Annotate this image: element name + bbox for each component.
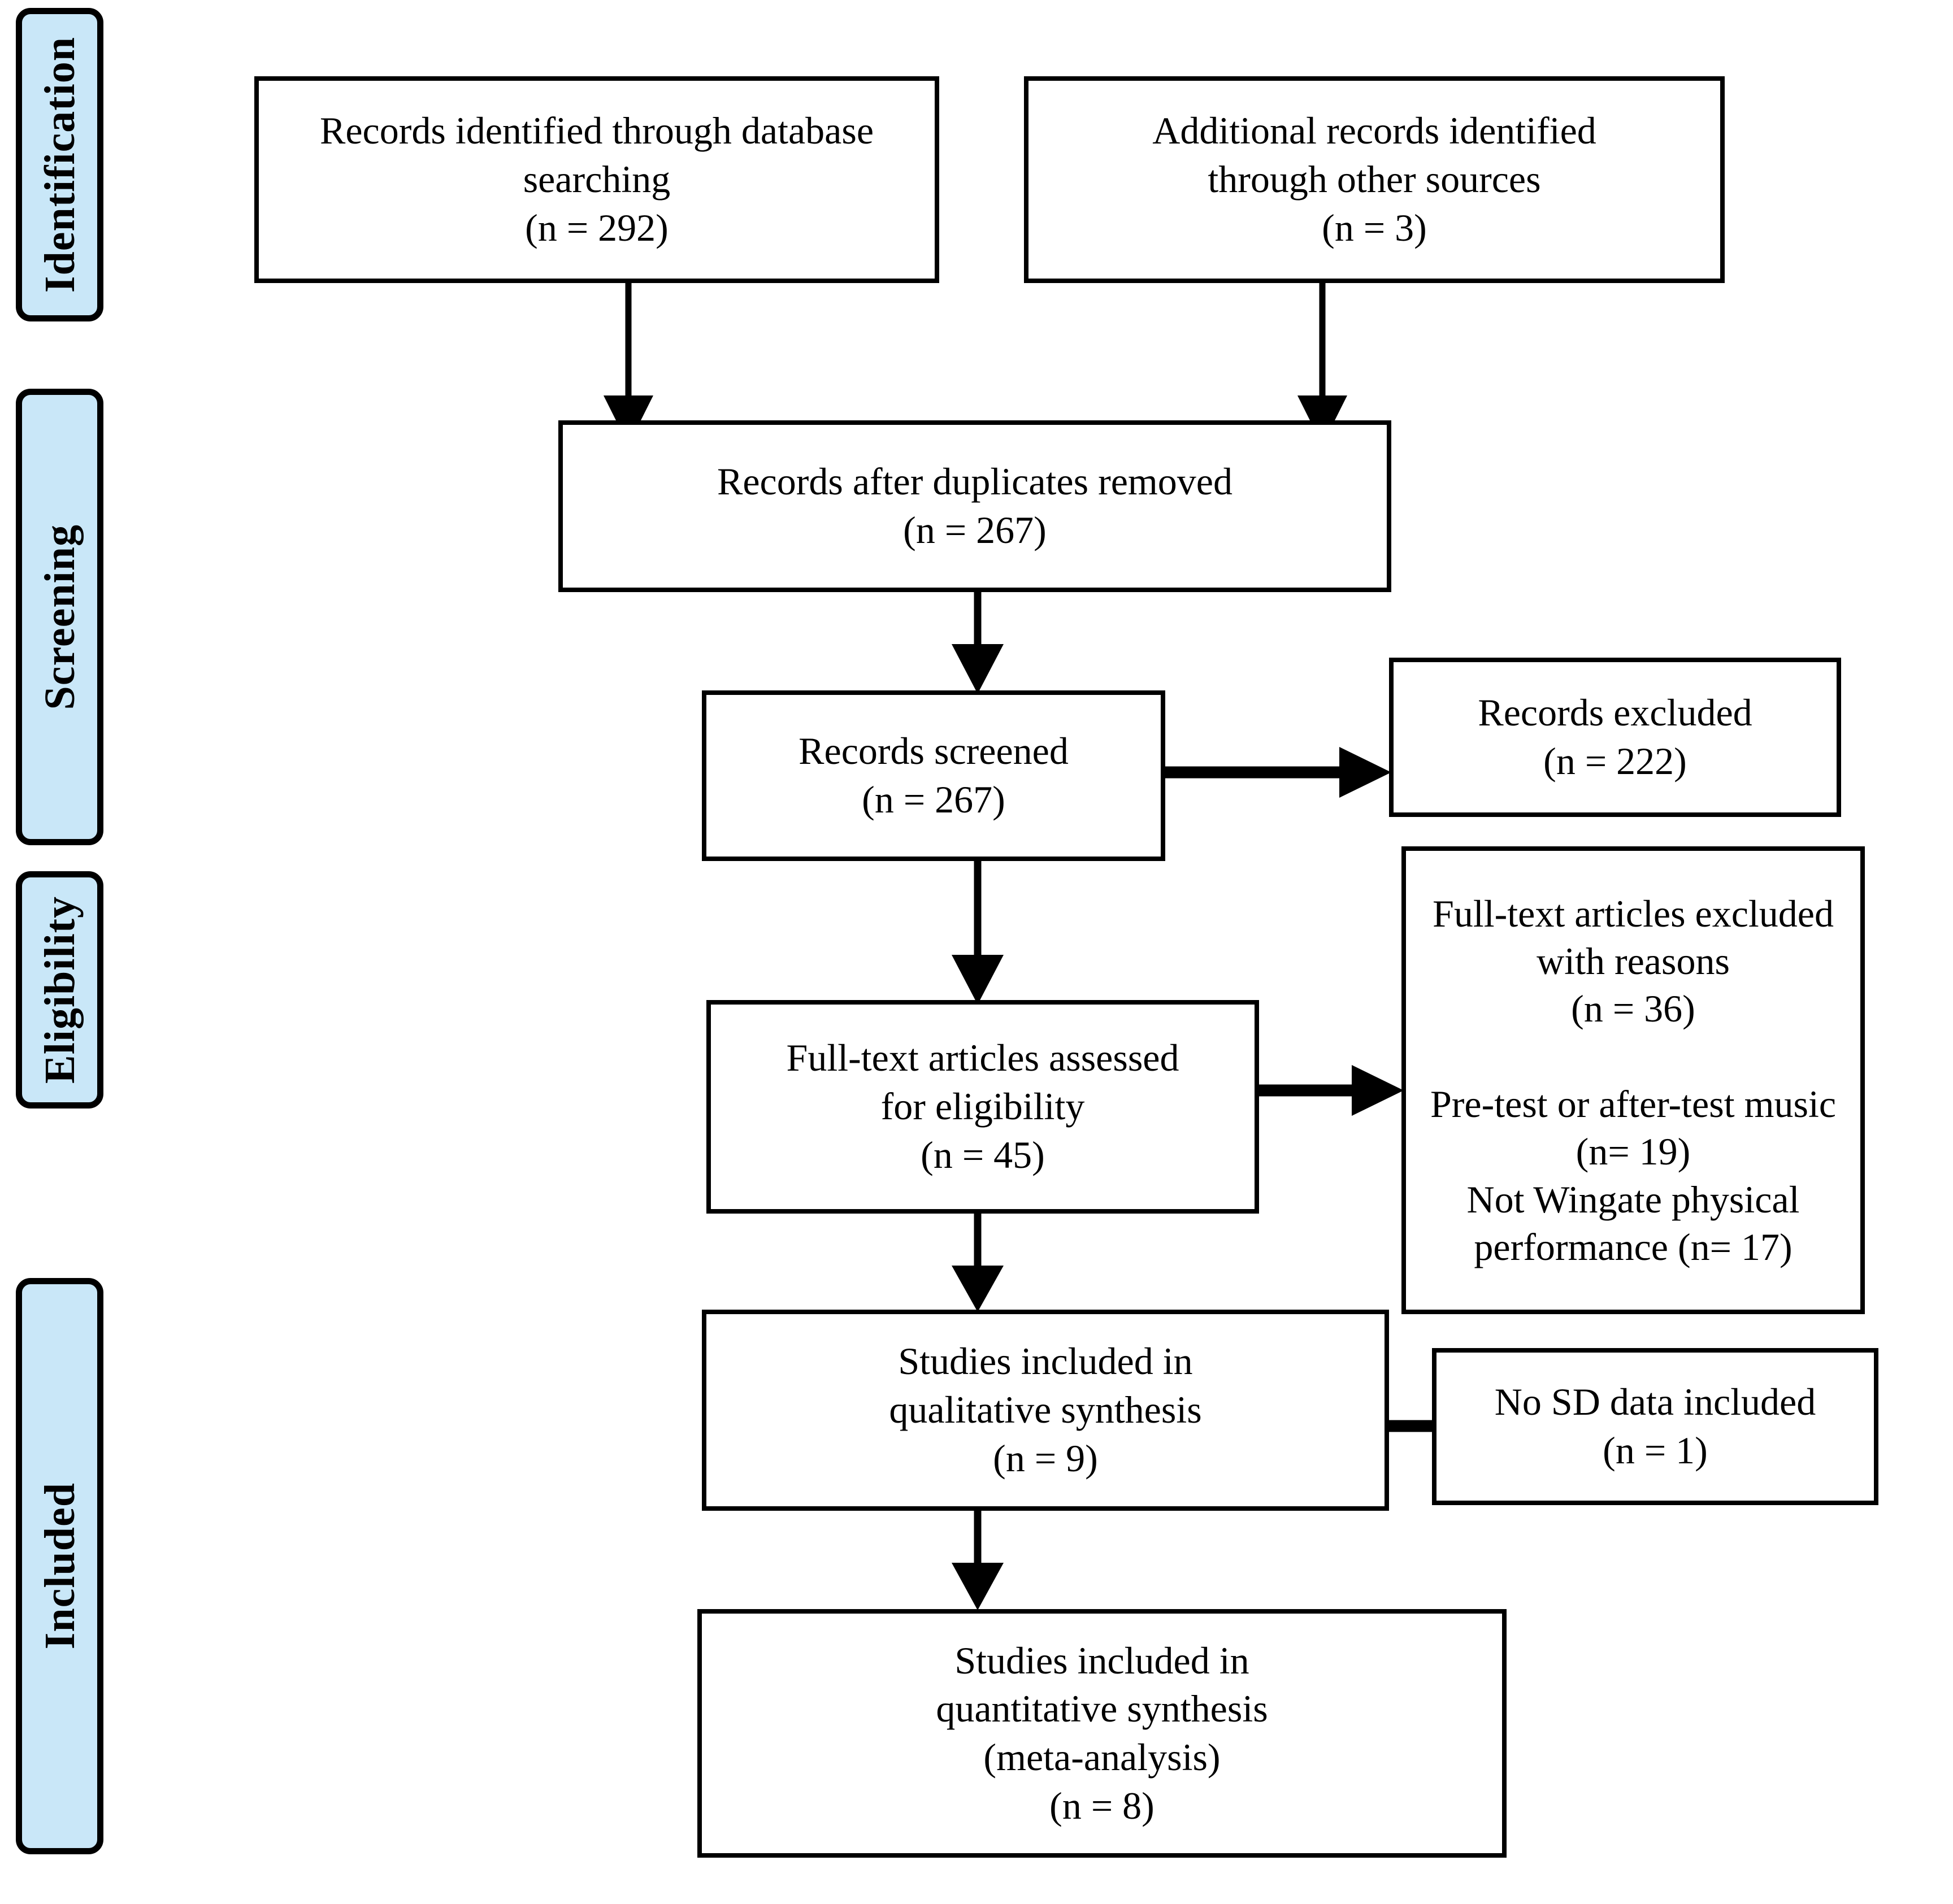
box-fulltext-articles-excluded-with-reasons-text: Full-text articles excluded with reasons… [1430,892,1837,1268]
box-studies-quantitative-synthesis-text: Studies included in quantitative synthes… [936,1638,1268,1827]
box-fulltext-articles-assessed-text: Full-text articles assessed for eligibil… [786,1036,1179,1176]
arrow-screened-to-fulltext [952,860,1004,1005]
box-records-after-duplicates-removed-text: Records after duplicates removed (n = 26… [717,460,1232,551]
arrow-screened-to-excluded [1165,747,1391,798]
box-no-sd-data-included: No SD data included (n = 1) [1432,1348,1878,1505]
phase-label-identification: Identification [36,36,84,293]
phase-bar-identification: Identification [16,8,103,321]
box-fulltext-articles-excluded-with-reasons: Full-text articles excluded with reasons… [1401,846,1865,1314]
box-records-screened: Records screened (n = 267) [702,690,1165,861]
arrow-fulltext-to-qualitative [952,1212,1004,1312]
box-records-screened-text: Records screened (n = 267) [798,729,1069,821]
box-studies-qualitative-synthesis-text: Studies included in qualitative synthesi… [889,1340,1202,1480]
box-additional-records-other-sources: Additional records identified through ot… [1024,76,1725,283]
box-records-excluded: Records excluded (n = 222) [1389,658,1841,817]
phase-label-included: Included [36,1483,84,1650]
arrow-qualitative-to-quantitative [952,1510,1004,1610]
arrow-duplicates-to-screened [952,591,1004,694]
phase-label-screening: Screening [36,524,84,710]
phase-label-eligibility: Eligibility [36,896,84,1084]
box-studies-quantitative-synthesis: Studies included in quantitative synthes… [697,1609,1507,1858]
box-no-sd-data-included-text: No SD data included (n = 1) [1494,1380,1816,1472]
phase-bar-screening: Screening [16,389,103,845]
box-records-excluded-text: Records excluded (n = 222) [1478,691,1752,783]
box-studies-qualitative-synthesis: Studies included in qualitative synthesi… [702,1310,1389,1511]
arrow-fulltext-to-fulltext-excluded [1259,1065,1404,1116]
box-records-after-duplicates-removed: Records after duplicates removed (n = 26… [558,420,1391,592]
box-additional-records-other-sources-text: Additional records identified through ot… [1152,109,1596,249]
box-records-identified-database-text: Records identified through database sear… [319,109,874,249]
phase-bar-eligibility: Eligibility [16,871,103,1109]
phase-bar-included: Included [16,1278,103,1854]
box-fulltext-articles-assessed: Full-text articles assessed for eligibil… [706,1000,1259,1214]
box-records-identified-database: Records identified through database sear… [254,76,939,283]
